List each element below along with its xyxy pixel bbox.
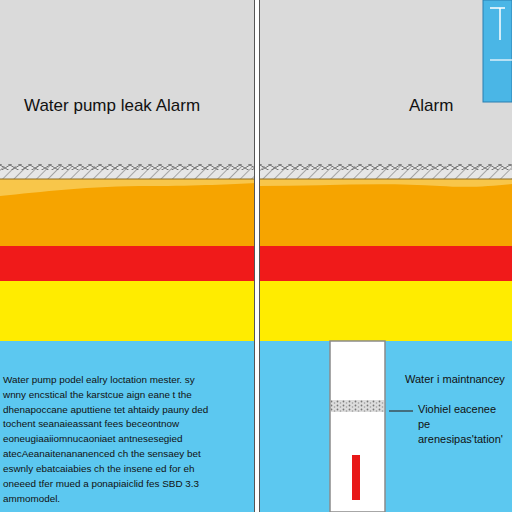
orange-wave (258, 179, 512, 187)
leader-line (389, 410, 413, 411)
orange-wave (0, 179, 256, 196)
callout-note: Viohiel eacenee pe arenesipas'tation' (418, 402, 510, 447)
panel-divider (255, 0, 259, 512)
well-tube (330, 341, 385, 512)
gauge-box (483, 0, 512, 102)
description-text: Water pump podel ealry loctation mester.… (3, 373, 209, 506)
gravel-layer (331, 400, 384, 412)
section-heading: Water i maintnancey (405, 373, 511, 386)
panel-title: Alarm (409, 96, 479, 116)
alarm-sensor (352, 455, 360, 500)
panel-title: Water pump leak Alarm (24, 96, 249, 116)
